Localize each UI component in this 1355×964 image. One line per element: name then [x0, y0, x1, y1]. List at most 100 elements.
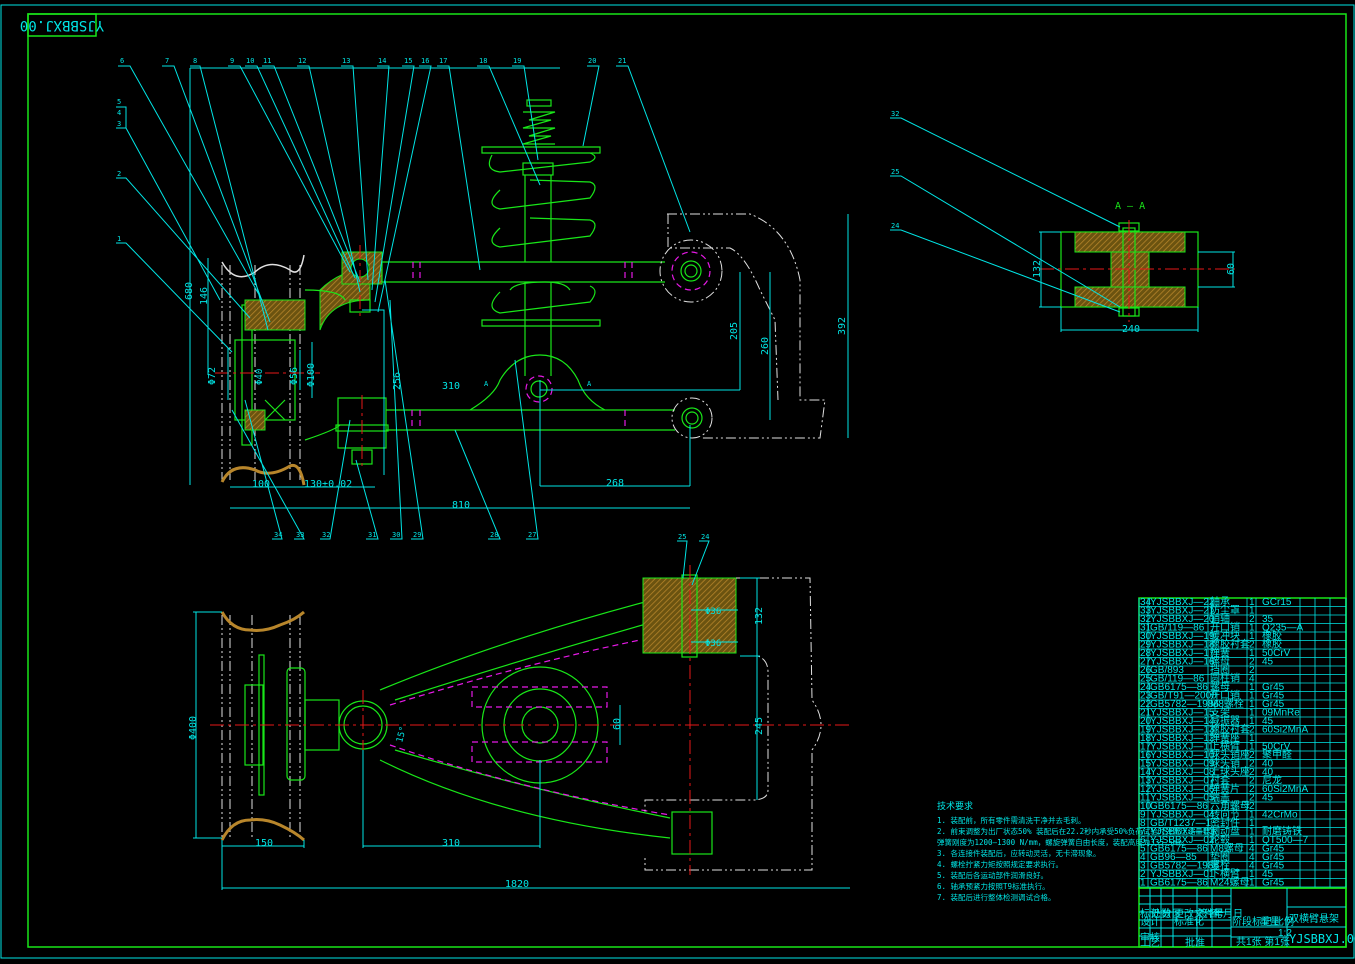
dim-phi100: Φ100	[306, 363, 317, 387]
bom-code: GB96—85	[1150, 852, 1197, 863]
upper-arm-hidden	[412, 262, 633, 282]
bom-material: 耐磨铸铁	[1262, 825, 1302, 838]
section-marker-left: A	[484, 380, 489, 388]
section-dim-lines	[1039, 231, 1235, 332]
bom-qty: 2	[1249, 665, 1255, 676]
dim-phi400: Φ400	[188, 716, 199, 740]
title-block: 标记 处数 分区 更改文件号 签名 年月日 设计 标准化 阶段标记 重量 比例 …	[1138, 887, 1355, 949]
bom-qty: 1	[1249, 742, 1255, 753]
bom-no: 20	[1140, 716, 1152, 727]
bom-qty: 2	[1249, 767, 1255, 778]
plan-bushing-bottom	[671, 811, 713, 855]
bom-qty: 2	[1249, 614, 1255, 625]
tech-req-4: 4. 螺栓拧紧力矩按照规定要求执行。	[937, 859, 1063, 869]
plan-view: Φ400 150 310 1820 Φ36 Φ36 132 245 60 15°…	[188, 533, 850, 890]
bom-no: 30	[1140, 631, 1152, 642]
bom-code: YJSBBXJ—05	[1150, 793, 1215, 804]
callout-19: 19	[513, 57, 521, 65]
callout-11: 11	[263, 57, 271, 65]
bom-qty: 2	[1249, 776, 1255, 787]
callout-31: 31	[368, 531, 376, 539]
callout-21: 21	[618, 57, 626, 65]
dim-phi36-a: Φ36	[705, 607, 721, 617]
bom-no: 17	[1140, 742, 1152, 753]
bom-name: 下横臂	[1210, 867, 1240, 880]
bom-name: 螺母	[1210, 681, 1230, 693]
bom-name: 螺母	[1210, 656, 1230, 668]
bom-qty: 4	[1249, 844, 1255, 855]
shock-boot	[509, 281, 571, 291]
callout-14: 14	[378, 57, 386, 65]
section-leaders	[890, 117, 1121, 313]
bom-material: QT500—7	[1262, 835, 1309, 846]
bom-no: 11	[1140, 793, 1151, 804]
bom-name: 缓冲块	[1210, 629, 1240, 642]
spring-coil-4	[491, 285, 596, 314]
bom-no: 25	[1140, 674, 1152, 685]
bom-no: 6	[1140, 835, 1146, 846]
dim-100: 100	[252, 479, 270, 490]
bom-no: 23	[1140, 691, 1152, 702]
bom-name: 开口销	[1210, 689, 1240, 702]
bom-no: 29	[1140, 640, 1152, 651]
callout-18: 18	[479, 57, 487, 65]
bom-no: 32	[1140, 614, 1152, 625]
shock-lower-mount	[530, 380, 548, 398]
bom-material: 60Si2MnA	[1262, 725, 1308, 736]
tb-scale: 1:2	[1278, 928, 1292, 939]
bom-no: 34	[1140, 597, 1152, 608]
callout-25-plan: 25	[678, 533, 686, 541]
inner-border	[27, 13, 1347, 948]
bom-no: 5	[1140, 844, 1146, 855]
lower-pivot-inner	[685, 411, 699, 425]
bom-code: YJSBBXJ—13	[1150, 725, 1215, 736]
bom-name: 六角螺母	[1210, 800, 1250, 812]
callout-7: 7	[165, 57, 169, 65]
bom-material: 45	[1262, 716, 1274, 727]
dim-phi56: Φ56	[289, 367, 300, 385]
bom-qty: 2	[1249, 657, 1255, 668]
bom-code: YJSBBXJ—11	[1150, 742, 1214, 753]
callout-25-section: 25	[891, 168, 899, 176]
bom-code: YJSBBXJ—02	[1150, 835, 1215, 846]
bom-no: 16	[1140, 750, 1152, 761]
tech-req-3: 3. 各连接件装配后，应转动灵活，无卡滞现象。	[937, 848, 1101, 858]
bom-qty: 4	[1249, 852, 1255, 863]
bom-code: GB6175—86	[1150, 878, 1208, 889]
dim-260: 260	[760, 337, 771, 355]
bom-name: 弹簧片	[1210, 782, 1240, 795]
tb-label-change: 更改文件号	[1174, 907, 1224, 920]
bom-no: 1	[1140, 878, 1146, 889]
dim-132-section: 132	[1032, 260, 1043, 278]
bom-code: YJSBBXJ—14	[1150, 716, 1215, 727]
bom-code: YJSBBXJ—19	[1150, 631, 1215, 642]
dim-310: 310	[442, 381, 460, 392]
bom-material: 45	[1262, 793, 1274, 804]
callout-10: 10	[246, 57, 254, 65]
bom-code: GB/T1237—1	[1150, 818, 1212, 829]
bom-material: 尼龙	[1262, 774, 1282, 787]
bom-code: GB6175—86	[1150, 801, 1208, 812]
callout-12: 12	[298, 57, 306, 65]
lower-arm-hump	[469, 354, 606, 411]
bom-name: 球头销座	[1210, 748, 1250, 761]
upper-pivot-phantom	[659, 239, 723, 303]
callout-6: 6	[120, 57, 124, 65]
bom-code: GB5782—1986	[1150, 699, 1219, 710]
bom-code: YJSBBXJ—18	[1150, 640, 1215, 651]
plan-arm-hidden	[389, 639, 671, 816]
dim-150: 150	[255, 838, 273, 849]
bom-code: YJSBBXJ—20	[1150, 614, 1215, 625]
callout-4: 4	[117, 109, 121, 117]
dimension-lines	[189, 67, 849, 509]
